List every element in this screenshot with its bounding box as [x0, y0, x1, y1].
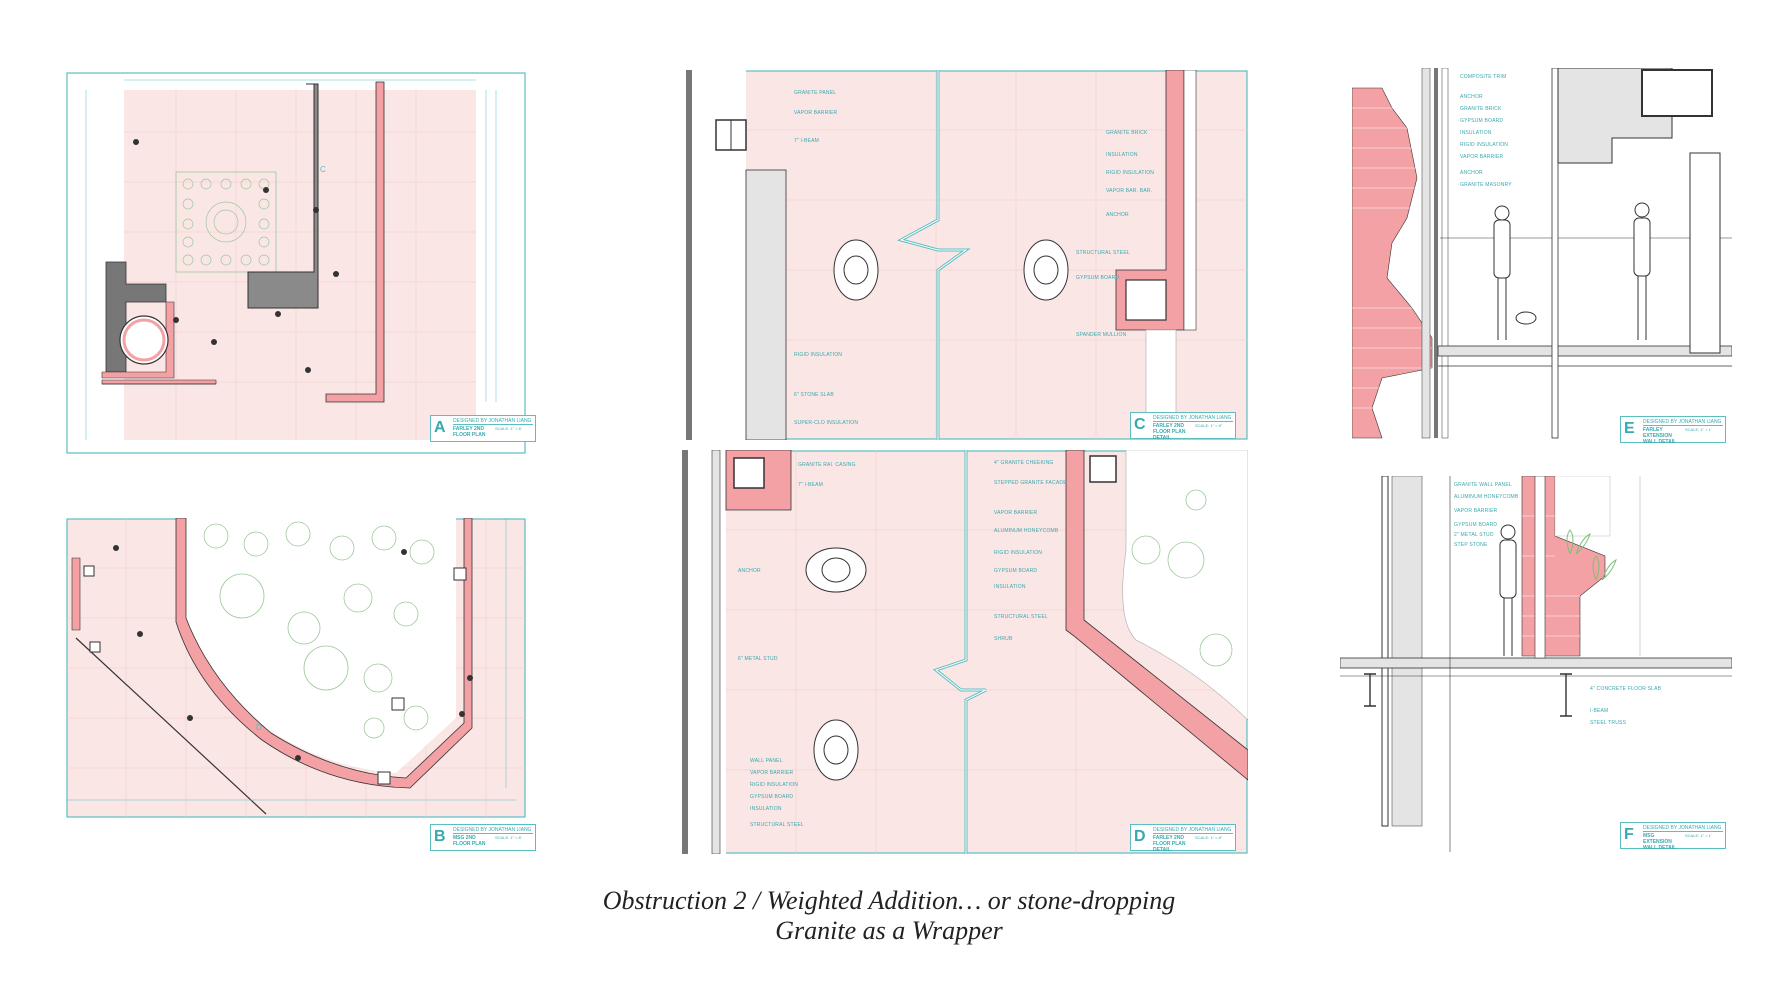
title-block-f: F DESIGNED BY JONATHAN LIANG MSG EXTENSI… — [1620, 822, 1726, 851]
sheet-title: FARLEY 2ND FLOOR PLAN DETAIL — [1153, 423, 1186, 441]
note: VAPOR BARRIER — [994, 510, 1038, 516]
note: STEP STONE — [1454, 542, 1488, 548]
sheet-b-drawing: D — [66, 518, 526, 818]
note: VAPOR BAR. BAR. — [1106, 188, 1153, 194]
note: I-BEAM — [1590, 708, 1609, 714]
note: ANCHOR — [738, 568, 761, 574]
title-block-a: A DESIGNED BY JONATHAN LIANG FARLEY 2ND … — [430, 415, 536, 442]
designer-credit: DESIGNED BY JONATHAN LIANG — [1153, 827, 1233, 834]
note: 7" I-BEAM — [798, 482, 823, 488]
sheet-e-drawing — [1352, 68, 1732, 448]
note: RIGID INSULATION — [994, 550, 1043, 556]
sheet-a-farley-floor-plan: C A DESIGNED BY JONATHAN LIANG FARLEY 2N… — [66, 72, 536, 454]
sheet-b-room-label: D — [256, 723, 262, 732]
sheet-f-wall-section: GRANITE WALL PANEL ALUMINUM HONEYCOMB VA… — [1340, 476, 1732, 852]
note: INSULATION — [750, 806, 782, 812]
note: STRUCTURAL STEEL — [994, 614, 1048, 620]
note: GRANITE BRICK — [1460, 106, 1502, 112]
sheet-letter: C — [1134, 416, 1146, 433]
sheet-b-msg-floor-plan: D B DESIGNED BY JONATHAN LIANG MSG 2ND F… — [66, 518, 536, 851]
note: ANCHOR — [1460, 94, 1483, 100]
title-block-e: E DESIGNED BY JONATHAN LIANG FARLEY EXTE… — [1620, 416, 1726, 445]
sheet-title: FARLEY EXTENSION WALL DETAIL — [1643, 427, 1677, 445]
designer-credit: DESIGNED BY JONATHAN LIANG — [1153, 415, 1233, 422]
note: INSULATION — [1106, 152, 1138, 158]
note: RIGID INSULATION — [1460, 142, 1509, 148]
designer-credit: DESIGNED BY JONATHAN LIANG — [453, 418, 533, 425]
note: WALL PANEL — [750, 758, 783, 764]
note: VAPOR BARRIER — [1454, 508, 1498, 514]
note: VAPOR BARRIER — [1460, 154, 1504, 160]
note: INSULATION — [994, 584, 1026, 590]
note: GRANITE MASONRY — [1460, 182, 1512, 188]
note: GYPSUM BOARD — [1460, 118, 1504, 124]
note: GYPSUM BOARD — [994, 568, 1038, 574]
note: GRANITE WALL PANEL — [1454, 482, 1512, 488]
note: 2" METAL STUD — [1454, 532, 1494, 538]
sheet-c-plan-detail: GRANITE PANEL VAPOR BARRIER 7" I-BEAM RI… — [676, 70, 1248, 441]
note: RIGID INSULATION — [1106, 170, 1155, 176]
sheet-title: MSG EXTENSION WALL DETAIL — [1643, 833, 1677, 851]
note: STRUCTURAL STEEL — [1076, 250, 1130, 256]
sheet-letter: D — [1134, 828, 1146, 845]
note: INSULATION — [1460, 130, 1492, 136]
note: GYPSUM BOARD — [750, 794, 794, 800]
sheet-letter: E — [1624, 420, 1635, 437]
sheet-a-room-label: C — [320, 165, 326, 174]
note: SUPER-CLO INSULATION — [794, 420, 859, 426]
note: 6" METAL STUD — [738, 656, 778, 662]
note: 4" CONCRETE FLOOR SLAB — [1590, 686, 1662, 692]
note: STRUCTURAL STEEL — [750, 822, 804, 828]
note: COMPOSITE TRIM — [1460, 74, 1507, 80]
note: GYPSUM BOARD — [1454, 522, 1498, 528]
sheet-title: MSG 2ND FLOOR PLAN — [453, 835, 486, 847]
note: ALUMINUM HONEYCOMB — [1454, 494, 1519, 500]
sheet-d-drawing — [676, 450, 1248, 854]
note: SHRUB — [994, 636, 1013, 642]
note: 6" STONE SLAB — [794, 392, 834, 398]
caption-line-1: Obstruction 2 / Weighted Addition… or st… — [602, 886, 1176, 915]
sheet-letter: F — [1624, 826, 1634, 843]
note: 4" GRANITE CHEEKING — [994, 460, 1054, 466]
designer-credit: DESIGNED BY JONATHAN LIANG — [453, 827, 533, 834]
note: GYPSUM BOARD — [1076, 275, 1120, 281]
note: VAPOR BARRIER — [750, 770, 794, 776]
sheet-letter: A — [434, 419, 446, 436]
sheet-title: FARLEY 2ND FLOOR PLAN DETAIL — [1153, 835, 1186, 853]
sheet-scale: SCALE: 1" = 1' — [1685, 427, 1712, 432]
note: GRANITE RAI. CASING — [798, 462, 856, 468]
sheet-letter: B — [434, 828, 446, 845]
note: STEEL TRUSS — [1590, 720, 1627, 726]
sheet-scale: SCALE: 1" = 8" — [1195, 835, 1223, 840]
sheet-scale: SCALE: 1" = 8' — [495, 426, 522, 431]
title-block-c: C DESIGNED BY JONATHAN LIANG FARLEY 2ND … — [1130, 412, 1236, 441]
sheet-scale: SCALE: 1" = 8" — [1195, 423, 1223, 428]
sheet-d-plan-detail: GRANITE RAI. CASING 7" I-BEAM ANCHOR 6" … — [676, 450, 1248, 854]
note: GRANITE PANEL — [794, 90, 837, 96]
sheet-scale: SCALE: 1" = 1' — [1685, 833, 1712, 838]
sheet-e-wall-section: COMPOSITE TRIM ANCHOR GRANITE BRICK GYPS… — [1352, 68, 1732, 448]
note: RIGID INSULATION — [794, 352, 843, 358]
note: 7" I-BEAM — [794, 138, 819, 144]
note: STEPPED GRANITE FACADE — [994, 480, 1067, 486]
caption-line-2: Granite as a Wrapper — [775, 916, 1003, 945]
note: RIGID INSULATION — [750, 782, 799, 788]
sheet-title: FARLEY 2ND FLOOR PLAN — [453, 426, 486, 438]
sheet-c-drawing — [676, 70, 1248, 440]
title-block-d: D DESIGNED BY JONATHAN LIANG FARLEY 2ND … — [1130, 824, 1236, 853]
sheet-a-drawing: C — [66, 72, 526, 454]
sheet-f-drawing — [1340, 476, 1732, 852]
note: ANCHOR — [1106, 212, 1129, 218]
sheet-scale: SCALE: 1" = 8' — [495, 835, 522, 840]
note: VAPOR BARRIER — [794, 110, 838, 116]
designer-credit: DESIGNED BY JONATHAN LIANG — [1643, 419, 1723, 426]
note: ALUMINUM HONEYCOMB — [994, 528, 1059, 534]
note: ANCHOR — [1460, 170, 1483, 176]
title-block-b: B DESIGNED BY JONATHAN LIANG MSG 2ND FLO… — [430, 824, 536, 851]
designer-credit: DESIGNED BY JONATHAN LIANG — [1643, 825, 1723, 832]
note: GRANITE BRICK — [1106, 130, 1148, 136]
note: SPANDER MULLION — [1076, 332, 1127, 338]
